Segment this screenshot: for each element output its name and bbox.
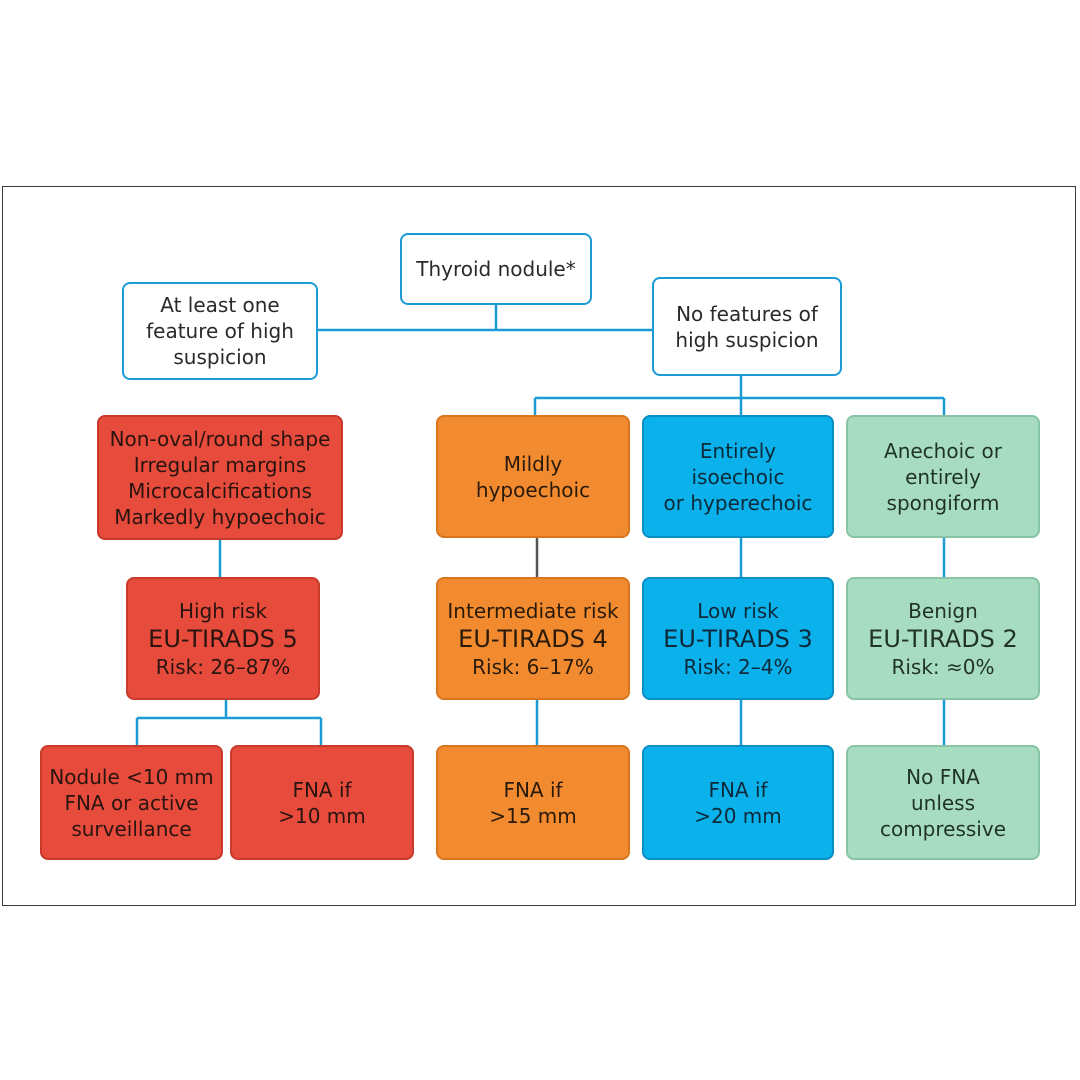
tirads2-risk: Risk: ≈0%	[891, 654, 995, 679]
risk-eu-tirads-2: Benign EU-TIRADS 2 Risk: ≈0%	[846, 577, 1040, 700]
features-high-line-3: Microcalcifications	[128, 478, 312, 503]
root-node-label: Thyroid nodule*	[416, 257, 576, 281]
root-node: Thyroid nodule*	[400, 233, 592, 305]
action-t4-line-1: FNA if	[503, 777, 563, 802]
tirads5-category: High risk	[178, 598, 268, 623]
features-anechoic: Anechoic or entirely spongiform	[846, 415, 1040, 538]
branch-no-high-line-1: No features of	[676, 301, 818, 326]
features-anechoic-line-3: spongiform	[886, 490, 1000, 515]
features-high-suspicion: Non-oval/round shape Irregular margins M…	[97, 415, 343, 540]
action-t2-line-3: compressive	[879, 816, 1007, 841]
tirads2-category: Benign	[908, 598, 978, 623]
tirads5-score: EU-TIRADS 5	[148, 624, 298, 653]
action-t4-line-2: >15 mm	[489, 803, 577, 828]
action-t5-small-line-3: surveillance	[71, 816, 192, 841]
features-mildly-hypoechoic: Mildly hypoechoic	[436, 415, 630, 538]
risk-eu-tirads-4: Intermediate risk EU-TIRADS 4 Risk: 6–17…	[436, 577, 630, 700]
action-nodule-under-10mm: Nodule <10 mm FNA or active surveillance	[40, 745, 223, 860]
tirads5-risk: Risk: 26–87%	[155, 654, 291, 679]
features-iso-line-1: Entirely	[699, 438, 777, 463]
action-fna-over-20mm: FNA if >20 mm	[642, 745, 834, 860]
branch-no-high-suspicion: No features of high suspicion	[652, 277, 842, 376]
action-t2-line-2: unless	[910, 790, 976, 815]
features-high-line-2: Irregular margins	[133, 452, 307, 477]
tirads4-score: EU-TIRADS 4	[458, 624, 608, 653]
features-high-line-4: Markedly hypoechoic	[114, 504, 326, 529]
action-fna-over-10mm: FNA if >10 mm	[230, 745, 414, 860]
tirads4-category: Intermediate risk	[447, 598, 619, 623]
risk-eu-tirads-3: Low risk EU-TIRADS 3 Risk: 2–4%	[642, 577, 834, 700]
tirads2-score: EU-TIRADS 2	[868, 624, 1018, 653]
action-t2-line-1: No FNA	[906, 764, 980, 789]
action-t5-large-line-1: FNA if	[292, 777, 352, 802]
action-no-fna: No FNA unless compressive	[846, 745, 1040, 860]
features-iso-line-2: isoechoic	[691, 464, 785, 489]
tirads3-score: EU-TIRADS 3	[663, 624, 813, 653]
action-t5-large-line-2: >10 mm	[278, 803, 366, 828]
action-t5-small-line-2: FNA or active	[64, 790, 199, 815]
tirads3-risk: Risk: 2–4%	[683, 654, 793, 679]
features-mild-line-1: Mildly	[503, 451, 563, 476]
branch-high-suspicion: At least one feature of high suspicion	[122, 282, 318, 380]
features-mild-line-2: hypoechoic	[475, 477, 591, 502]
tirads4-risk: Risk: 6–17%	[472, 654, 594, 679]
branch-high-line-3: suspicion	[173, 345, 267, 369]
branch-high-line-1: At least one	[160, 293, 280, 317]
features-anechoic-line-1: Anechoic or	[884, 438, 1002, 463]
features-iso-line-3: or hyperechoic	[663, 490, 813, 515]
action-t3-line-1: FNA if	[708, 777, 768, 802]
action-fna-over-15mm: FNA if >15 mm	[436, 745, 630, 860]
action-t5-small-line-1: Nodule <10 mm	[49, 764, 214, 789]
features-anechoic-line-2: entirely	[905, 464, 981, 489]
features-isoechoic: Entirely isoechoic or hyperechoic	[642, 415, 834, 538]
branch-high-line-2: feature of high	[146, 319, 294, 343]
action-t3-line-2: >20 mm	[694, 803, 782, 828]
features-high-line-1: Non-oval/round shape	[109, 426, 331, 451]
risk-eu-tirads-5: High risk EU-TIRADS 5 Risk: 26–87%	[126, 577, 320, 700]
tirads3-category: Low risk	[697, 598, 779, 623]
branch-no-high-line-2: high suspicion	[675, 327, 819, 352]
